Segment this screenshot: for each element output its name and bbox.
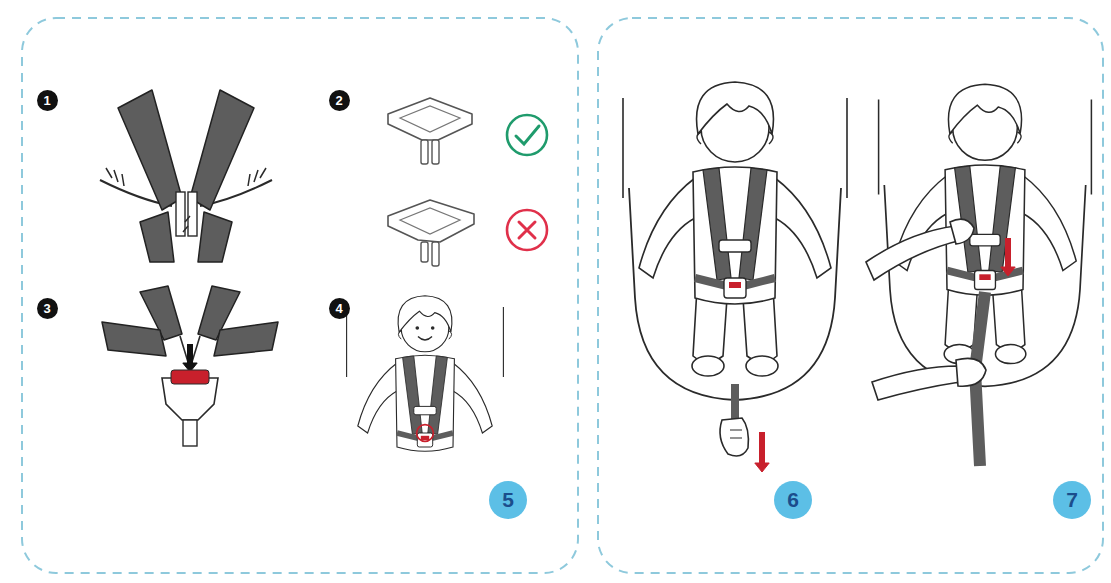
buckle-tongue — [188, 192, 197, 236]
step-six-figure — [623, 82, 847, 400]
crotch-strap — [183, 420, 197, 446]
face-smile — [418, 336, 432, 340]
step-number: 5 — [489, 481, 527, 519]
foot — [692, 356, 724, 376]
harness-strap — [703, 168, 731, 280]
check-mark — [516, 126, 539, 144]
hand — [720, 418, 748, 456]
chest-clip-ring — [417, 425, 434, 442]
clip-prong — [432, 140, 439, 164]
ear — [697, 132, 773, 144]
dashed-panel — [598, 18, 1103, 573]
harness-strap — [428, 356, 448, 434]
buckle-release — [979, 274, 990, 280]
buckle — [724, 278, 746, 298]
hip-pad — [198, 212, 232, 262]
dashed-panel — [22, 18, 578, 573]
arm — [358, 363, 397, 433]
step-seven-figure — [879, 84, 1092, 386]
hip-pad — [140, 212, 174, 262]
arrow-shaft — [759, 432, 765, 464]
torso — [945, 165, 1025, 295]
chest-clip — [414, 406, 436, 414]
callout-number: 3 — [37, 298, 58, 319]
arm — [1023, 176, 1076, 271]
callout-number: 1 — [37, 90, 58, 111]
arrow-head — [755, 463, 769, 472]
step-number: 6 — [774, 481, 812, 519]
chest-clip-inner — [400, 208, 460, 234]
chest-clip — [719, 240, 751, 252]
arrow-head — [1001, 267, 1015, 276]
cross-icon — [507, 210, 547, 250]
hair — [948, 84, 1021, 133]
buckle-release — [171, 370, 209, 384]
ear — [398, 331, 451, 339]
ear — [949, 132, 1021, 143]
torso — [396, 355, 455, 451]
arrow-shaft — [187, 344, 193, 364]
helper-arm — [872, 366, 960, 400]
check-icon — [507, 115, 547, 155]
chest-clip — [970, 234, 1000, 245]
buckle — [975, 271, 996, 290]
harness-strap — [739, 168, 767, 280]
clip-prong — [421, 242, 428, 262]
hair — [697, 82, 774, 134]
step-two-figure — [388, 98, 547, 266]
clip-prong — [421, 140, 428, 164]
finger — [730, 430, 742, 438]
step-four-figure — [347, 296, 504, 451]
hip-pad — [214, 322, 278, 356]
shoulder-pad — [118, 90, 182, 210]
eye — [415, 326, 419, 330]
tongue-hook — [183, 216, 190, 232]
harness-strap — [989, 166, 1016, 272]
hand — [956, 358, 986, 386]
step-number: 7 — [1053, 481, 1091, 519]
arm — [639, 178, 695, 278]
torso — [693, 167, 777, 304]
step-one-figure — [100, 90, 272, 262]
cross-mark — [519, 222, 535, 238]
foot — [995, 345, 1025, 364]
helper-arm — [866, 226, 962, 280]
arm — [775, 178, 831, 278]
callout-number: 4 — [329, 298, 350, 319]
step-three-figure — [102, 286, 278, 446]
hair — [398, 296, 452, 332]
finger — [248, 168, 266, 186]
clip-prong — [432, 242, 439, 266]
buckle-release — [421, 436, 429, 440]
arrow-shaft — [1005, 238, 1011, 268]
buckle-release — [729, 282, 741, 288]
hip-pad — [102, 322, 166, 356]
foot — [746, 356, 778, 376]
chest-clip — [388, 98, 472, 140]
callout-number: 2 — [329, 90, 350, 111]
arm — [453, 363, 492, 433]
harness-strap — [403, 356, 423, 434]
buckle-tongue — [176, 192, 185, 236]
finger — [106, 168, 124, 186]
chest-clip — [388, 200, 474, 242]
shoulder-pad — [190, 90, 254, 210]
hand — [950, 219, 974, 244]
eye — [431, 326, 435, 330]
chest-clip-inner — [400, 106, 460, 132]
